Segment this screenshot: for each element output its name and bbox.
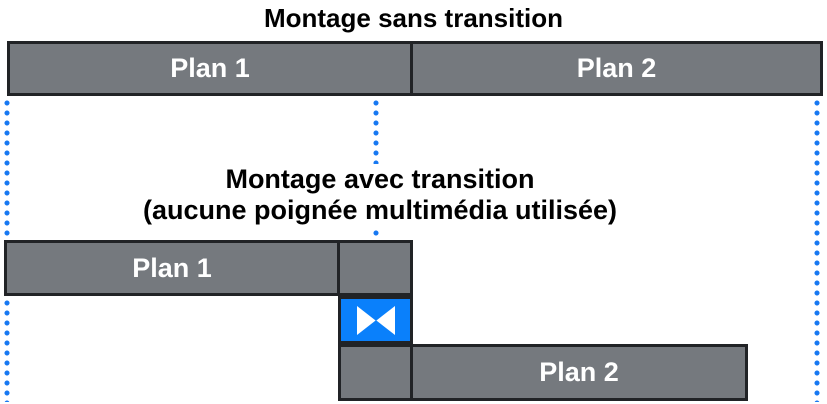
transition-bowtie-icon <box>356 305 395 335</box>
media-limit-line-right <box>814 100 820 402</box>
title-with-transition: Montage avec transition (aucune poignée … <box>60 164 700 226</box>
clip-plan2-transition-overlap <box>341 347 413 398</box>
timeline-no-transition: Plan 1 Plan 2 <box>7 41 823 96</box>
timeline-transition-clip2: Plan 2 <box>338 344 748 401</box>
clip-plan1-transition-overlap <box>340 243 410 293</box>
clip-plan1: Plan 1 <box>10 44 413 93</box>
title-no-transition: Montage sans transition <box>263 3 564 33</box>
clip-plan2-label: Plan 2 <box>539 357 619 387</box>
clip-plan1-label: Plan 1 <box>132 252 212 283</box>
clip-plan1-body: Plan 1 <box>7 243 340 293</box>
clip-plan1-label: Plan 1 <box>170 53 250 83</box>
clip-plan2-label: Plan 2 <box>576 53 657 83</box>
clip-plan2: Plan 2 <box>413 44 820 93</box>
transition-segment <box>338 296 413 344</box>
title-with-transition-line2: (aucune poignée multimédia utilisée) <box>142 195 618 225</box>
title-with-transition-line1: Montage avec transition <box>225 164 535 194</box>
timeline-transition-clip1: Plan 1 <box>4 240 413 296</box>
clip-plan2-body: Plan 2 <box>413 347 745 398</box>
